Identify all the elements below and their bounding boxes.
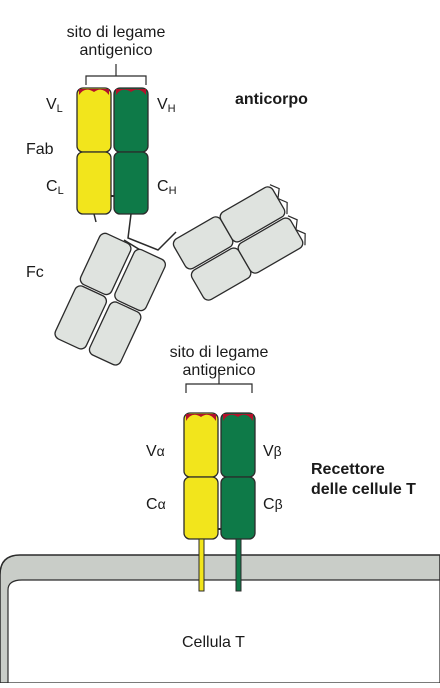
antibody-site-label: sito di legame antigenico <box>66 24 166 59</box>
cl-label: CL <box>46 178 64 197</box>
antibody-fc <box>54 232 167 366</box>
cl-domain <box>76 151 112 215</box>
vh-label: VH <box>157 96 176 115</box>
vb-domain <box>220 412 256 478</box>
antibody-title: anticorpo <box>235 91 308 108</box>
ch-label: CH <box>157 178 177 197</box>
va-domain <box>183 412 219 478</box>
cb-label: Cβ <box>263 496 283 513</box>
antibody-second-fab <box>172 184 306 301</box>
tcr-title: Recettore delle cellule T <box>311 461 416 498</box>
tcr-binding-tip <box>186 414 216 421</box>
tcr-receptor <box>183 412 256 592</box>
vl-domain <box>76 87 112 153</box>
vl-label: VL <box>46 96 63 115</box>
vb-label: Vβ <box>263 443 282 460</box>
ca-domain <box>183 476 219 540</box>
ch-domain <box>113 151 149 215</box>
ca-label: Cα <box>146 496 166 513</box>
cb-domain <box>220 476 256 540</box>
va-label: Vα <box>146 443 165 460</box>
tcr-alpha-stalk <box>198 538 205 592</box>
vh-domain <box>113 87 149 153</box>
tcr-site-label: sito di legame antigenico <box>169 344 269 379</box>
tcr-beta-stalk <box>235 538 242 592</box>
cell-label: Cellula T <box>182 634 245 651</box>
fab-label: Fab <box>26 141 54 158</box>
antibody-binding-tip <box>79 89 109 95</box>
antibody-fab-arm <box>76 87 149 215</box>
tcr-site-bracket <box>185 372 253 393</box>
fc-label: Fc <box>26 264 44 281</box>
cell-membrane <box>0 554 440 684</box>
antibody-site-bracket <box>85 64 147 85</box>
